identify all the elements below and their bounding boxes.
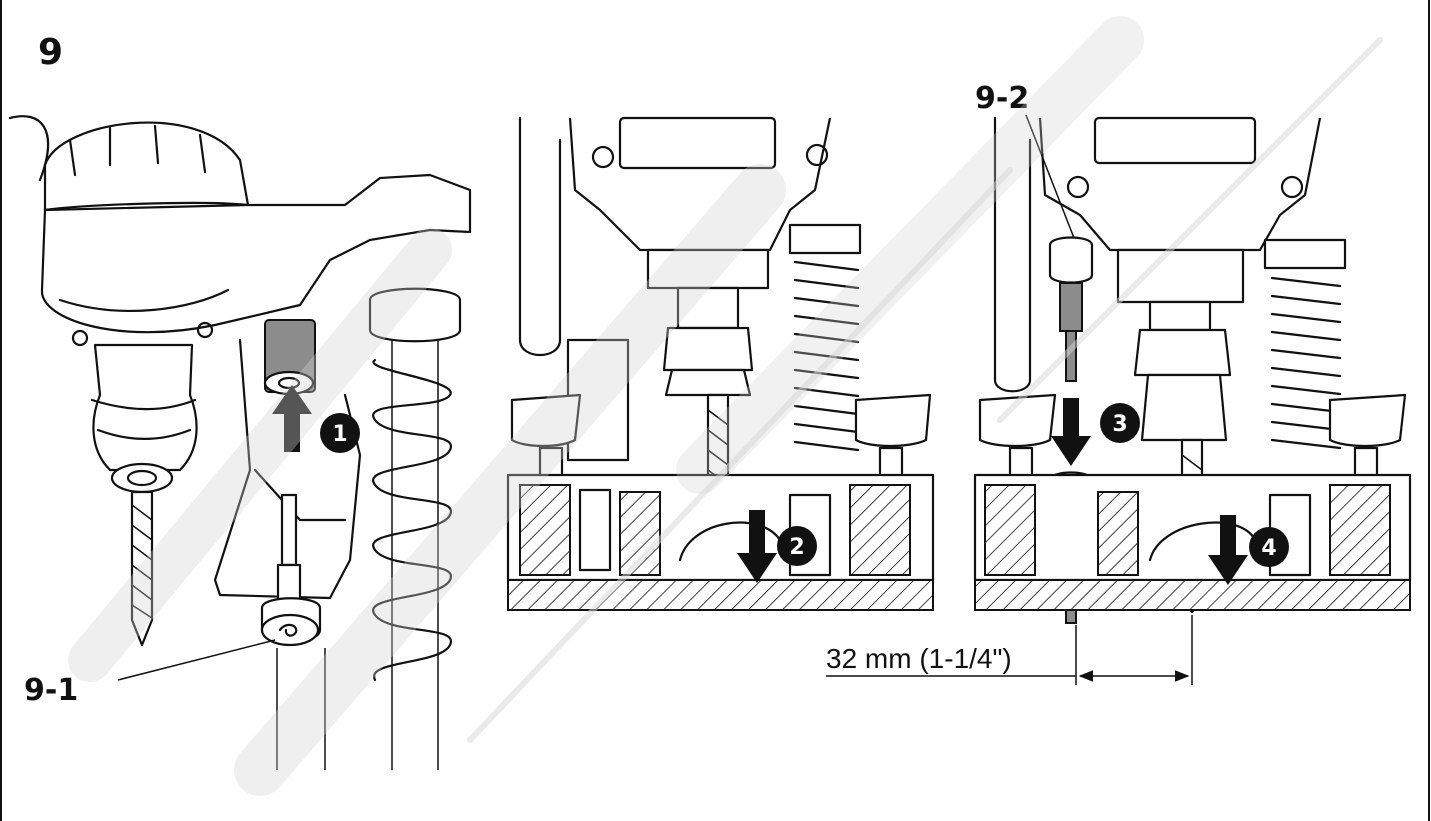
step-2-badge: 2 <box>777 526 817 566</box>
dimension-label: 32 mm (1-1/4") <box>826 643 1012 674</box>
center-view-drill-station <box>506 116 935 611</box>
leader-9-1 <box>117 639 276 681</box>
svg-text:1: 1 <box>332 422 347 447</box>
step-2-arrow <box>737 510 777 583</box>
step-3-badge: 3 <box>1100 403 1140 443</box>
right-view-drill-station <box>973 116 1412 624</box>
callout-9-2: 9-2 <box>975 81 1029 116</box>
watermark-overlay <box>68 16 1383 796</box>
left-spring <box>372 358 452 682</box>
step-3-arrow <box>1051 398 1091 466</box>
svg-text:2: 2 <box>789 535 804 560</box>
callout-9-1: 9-1 <box>24 673 78 708</box>
step-1-arrow <box>272 385 312 452</box>
left-view-drill-unit <box>8 115 472 770</box>
step-1-badge: 1 <box>320 413 360 453</box>
svg-text:3: 3 <box>1112 412 1127 437</box>
step-4-badge: 4 <box>1249 527 1289 567</box>
figure-number: 9 <box>38 32 63 73</box>
svg-text:4: 4 <box>1261 536 1276 561</box>
dimension-32mm <box>826 615 1193 685</box>
leader-9-2 <box>1025 114 1075 239</box>
step-4-arrow <box>1208 515 1248 585</box>
